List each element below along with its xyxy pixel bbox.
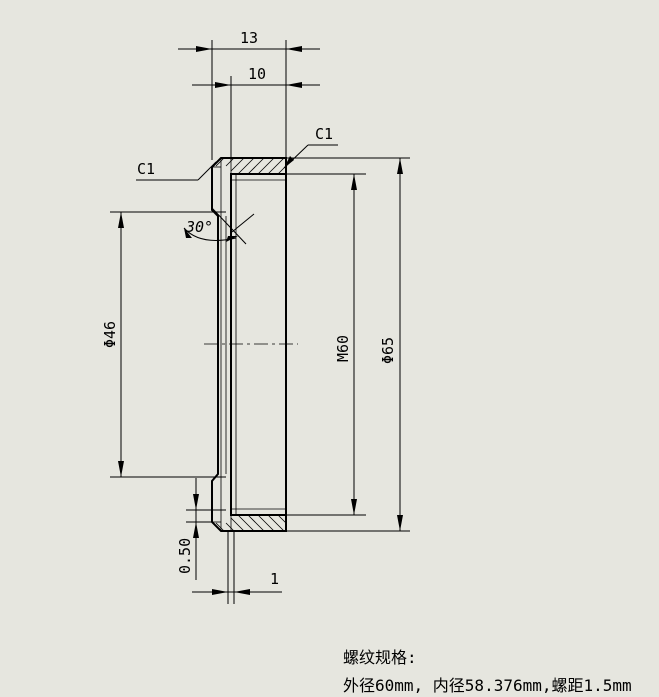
dim-width-10: 10 (192, 65, 320, 160)
angle-label: 30° (185, 218, 213, 236)
dim-10-label: 10 (248, 65, 266, 83)
chamfer-right-label: C1 (315, 125, 333, 143)
thread-spec-text: 外径60mm, 内径58.376mm,螺距1.5mm (343, 676, 632, 695)
dim-width-13: 13 (178, 29, 320, 160)
dim-offset-1: 1 (192, 531, 282, 604)
dim-offset-050: 0.50 (176, 478, 226, 580)
section-hatch-top (215, 157, 287, 175)
chamfer-left-label: C1 (137, 160, 155, 178)
thread-m60-label: M60 (334, 335, 352, 362)
dim-13-label: 13 (240, 29, 258, 47)
part-outline (211, 157, 287, 532)
dim-dia-46: Φ46 (101, 211, 226, 478)
dim-dia-65: Φ65 (286, 157, 410, 532)
chamfer-left-callout: C1 (136, 160, 217, 181)
section-hatch-bottom (215, 514, 287, 532)
thread-spec-title: 螺纹规格: (343, 648, 417, 667)
dim-thread-m60: M60 (286, 173, 366, 516)
offset-050-label: 0.50 (176, 538, 194, 574)
angle-callout: 30° (183, 207, 255, 245)
dia-46-label: Φ46 (101, 321, 119, 348)
offset-1-label: 1 (270, 570, 279, 588)
chamfer-right-callout: C1 (283, 125, 338, 169)
dia-65-label: Φ65 (379, 337, 397, 364)
